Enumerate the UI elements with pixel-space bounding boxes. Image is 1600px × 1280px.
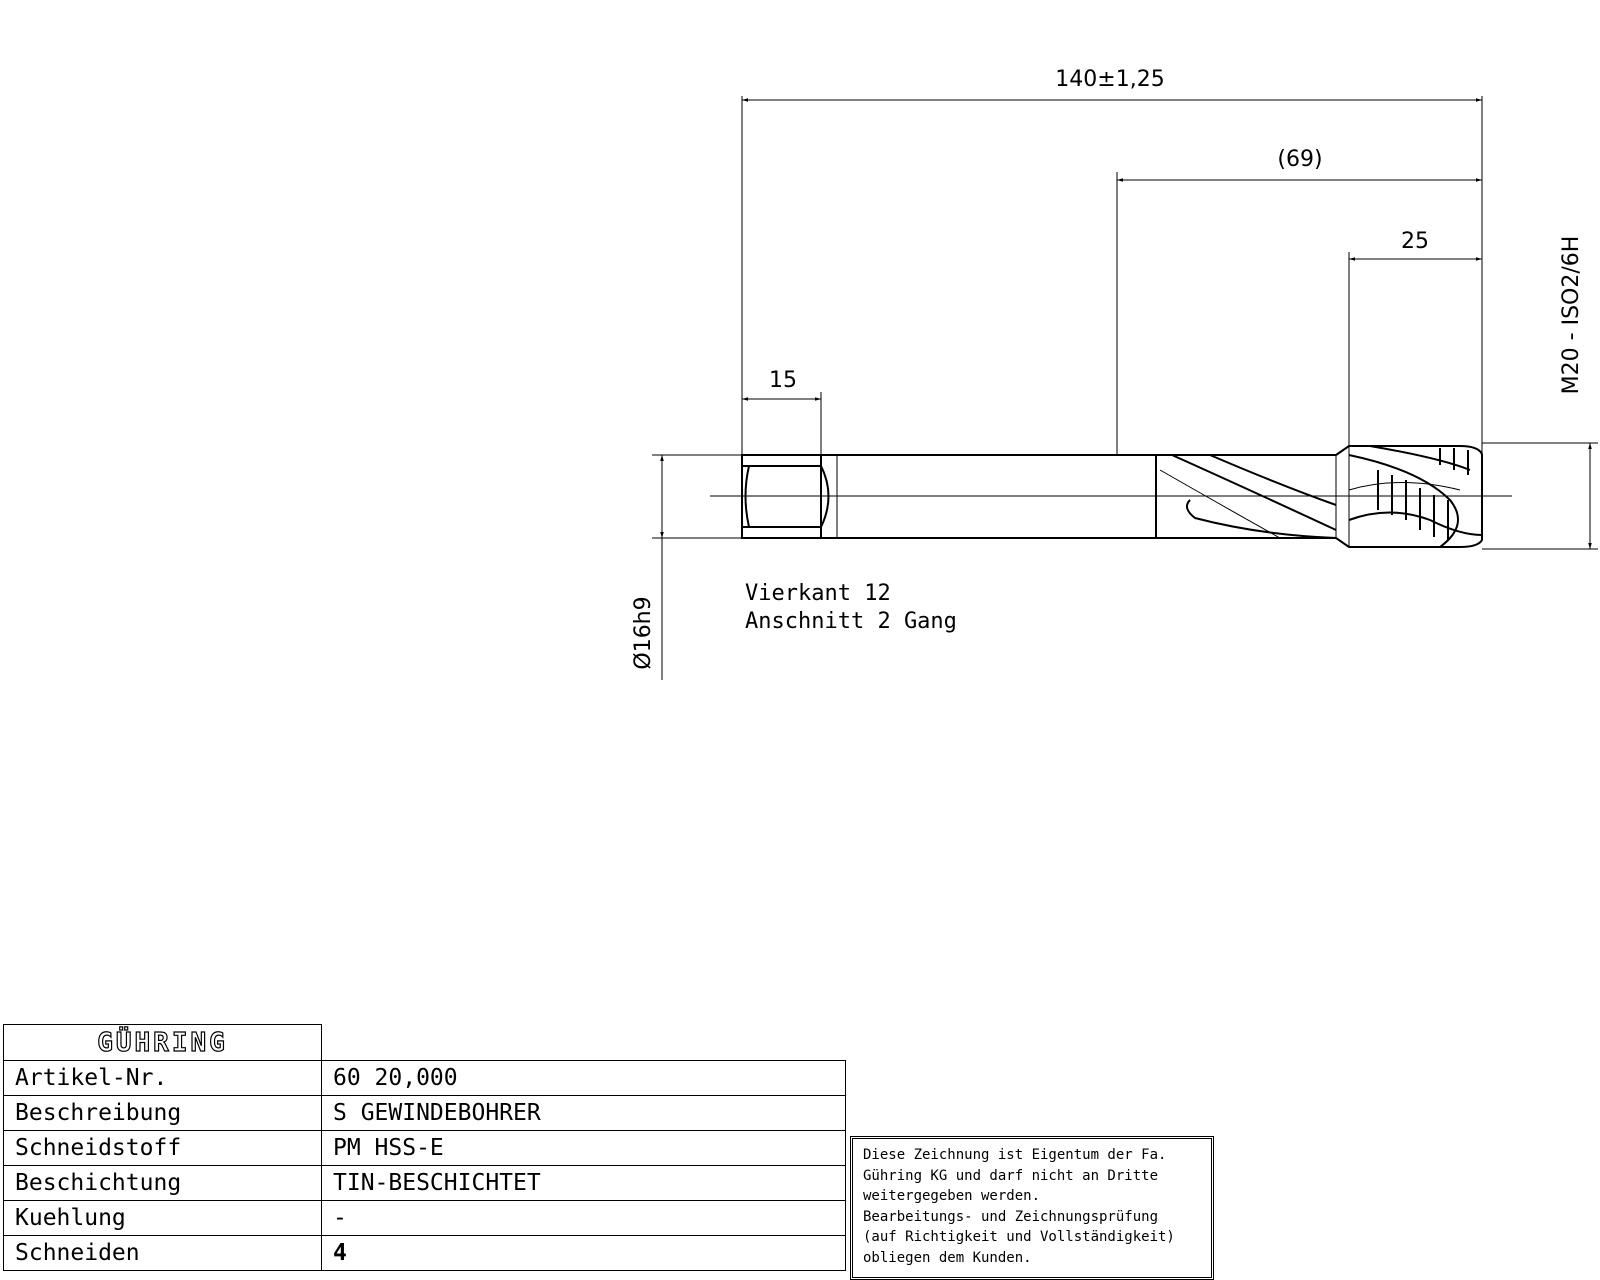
ownership-note-line: obliegen dem Kunden. (863, 1249, 1032, 1266)
brand-logo: GÜHRING (97, 1027, 228, 1058)
ownership-note-line: Gühring KG und darf nicht an Dritte (863, 1167, 1159, 1184)
ownership-note-line: weitergegeben werden. (863, 1188, 1041, 1205)
title-block-header-blank (321, 1024, 846, 1061)
dim-cutting-length: 25 (1401, 229, 1429, 254)
row-value: S GEWINDEBOHRER (321, 1095, 846, 1131)
table-row: Schneidstoff PM HSS-E (3, 1130, 846, 1166)
note-chamfer: Anschnitt 2 Gang (745, 609, 957, 634)
row-value: - (321, 1200, 846, 1236)
row-label: Schneiden (3, 1235, 322, 1271)
table-row: Artikel-Nr. 60 20,000 (3, 1060, 846, 1096)
tap-outline (741, 445, 1483, 548)
note-square: Vierkant 12 (745, 581, 891, 606)
dim-shank-diameter: Ø16h9 (631, 596, 656, 669)
ownership-note-line: (auf Richtigkeit und Vollständigkeit) (863, 1229, 1175, 1246)
dim-thread-length: (69) (1277, 147, 1322, 172)
table-row: Schneiden 4 (3, 1235, 846, 1271)
row-value: TIN-BESCHICHTET (321, 1165, 846, 1201)
dim-overall-length: 140±1,25 (1055, 67, 1164, 92)
row-value: 4 (321, 1235, 846, 1271)
table-row: Kuehlung - (3, 1200, 846, 1236)
dim-square-length: 15 (769, 368, 797, 393)
table-row: Beschreibung S GEWINDEBOHRER (3, 1095, 846, 1131)
dimension-lines (660, 98, 1592, 680)
row-value: PM HSS-E (321, 1130, 846, 1166)
row-value: 60 20,000 (321, 1060, 846, 1096)
brand-logo-cell: GÜHRING (3, 1024, 322, 1061)
row-label: Beschichtung (3, 1165, 322, 1201)
ownership-note-line: Diese Zeichnung ist Eigentum der Fa. (863, 1147, 1167, 1163)
row-label: Artikel-Nr. (3, 1060, 322, 1096)
table-row: Beschichtung TIN-BESCHICHTET (3, 1165, 846, 1201)
row-label: Schneidstoff (3, 1130, 322, 1166)
ownership-note: Diese Zeichnung ist Eigentum der Fa. Güh… (850, 1136, 1214, 1280)
title-block: GÜHRING Artikel-Nr. 60 20,000 Beschreibu… (3, 1024, 846, 1271)
dim-thread-spec: M20 - ISO2/6H (1559, 236, 1584, 395)
ownership-note-line: Bearbeitungs- und Zeichnungsprüfung (863, 1208, 1159, 1225)
row-label: Kuehlung (3, 1200, 322, 1236)
extension-lines (652, 96, 1598, 550)
row-label: Beschreibung (3, 1095, 322, 1131)
